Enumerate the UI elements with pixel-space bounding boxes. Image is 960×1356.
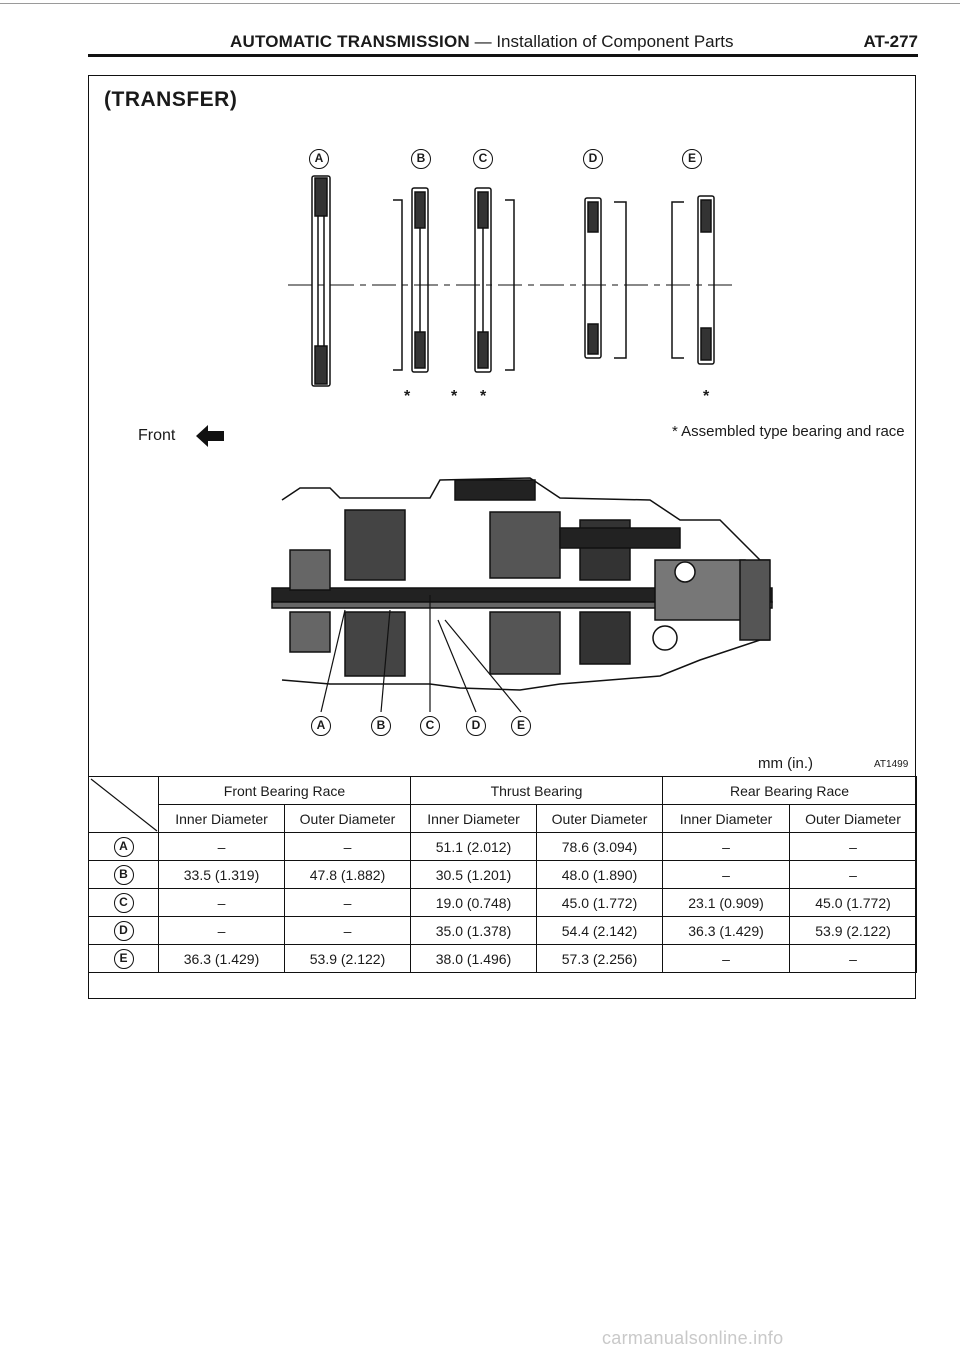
exploded-part-c [474, 187, 515, 373]
row-label-a: A [88, 832, 159, 861]
table-cell: 78.6 (3.094) [535, 832, 664, 861]
table-cell: 36.3 (1.429) [662, 916, 791, 945]
table-cell: 53.9 (2.122) [284, 944, 411, 973]
table-cell: 45.0 (1.772) [789, 888, 918, 917]
subheader-front-outer: Outer Diameter [284, 804, 411, 833]
callout-top-d: D [583, 149, 603, 169]
table-group-header-row: Front Bearing Race Thrust Bearing Rear B… [88, 776, 918, 833]
callout-top-e: E [682, 149, 702, 169]
group-rear-bearing-race: Rear Bearing Race [662, 776, 918, 805]
asterisk-c-right: * [480, 388, 487, 405]
callout-bottom-c: C [420, 716, 440, 736]
callout-top-b: B [411, 149, 431, 169]
subheader-rear-outer: Outer Diameter [789, 804, 918, 833]
front-arrow-icon [196, 425, 224, 447]
subheader-thrust-inner: Inner Diameter [410, 804, 537, 833]
asterisk-b: * [404, 388, 411, 405]
table-cell: – [789, 832, 918, 861]
front-label: Front [138, 427, 176, 444]
figure-frame [88, 75, 916, 999]
asterisk-e: * [703, 388, 710, 405]
table-row: D – – 35.0 (1.378) 54.4 (2.142) 36.3 (1.… [88, 916, 918, 945]
corner-diagonal [90, 778, 158, 832]
transfer-cross-section [271, 477, 784, 691]
figure-code: AT1499 [874, 759, 909, 770]
table-cell: – [284, 832, 411, 861]
table-cell: 57.3 (2.256) [535, 944, 664, 973]
subheader-rear-inner: Inner Diameter [662, 804, 791, 833]
callout-top-a: A [309, 149, 329, 169]
table-cell: 47.8 (1.882) [284, 860, 411, 889]
table-cell: – [284, 888, 411, 917]
table-row: A – – 51.1 (2.012) 78.6 (3.094) – – [88, 832, 918, 861]
row-id: E [113, 948, 134, 969]
table-cell: 19.0 (0.748) [410, 888, 537, 917]
table-cell: – [662, 860, 791, 889]
table-cell: 45.0 (1.772) [535, 888, 664, 917]
table-subheader-row: Inner Diameter Outer Diameter Inner Diam… [89, 804, 918, 833]
row-id: A [113, 836, 134, 857]
table-cell: 48.0 (1.890) [535, 860, 664, 889]
table-cell: 53.9 (2.122) [789, 916, 918, 945]
asterisk-c-left: * [451, 388, 458, 405]
table-cell: 30.5 (1.201) [410, 860, 537, 889]
table-row: B 33.5 (1.319) 47.8 (1.882) 30.5 (1.201)… [88, 860, 918, 889]
watermark: carmanualsonline.info [602, 1328, 784, 1348]
row-id: D [113, 920, 134, 941]
row-id: B [113, 864, 134, 885]
table-cell: 54.4 (2.142) [535, 916, 664, 945]
section-title: (TRANSFER) [104, 88, 238, 111]
exploded-part-e [671, 195, 715, 365]
page-number: AT-277 [863, 32, 919, 51]
top-rule [0, 3, 960, 4]
group-thrust-bearing: Thrust Bearing [409, 776, 664, 805]
leader-lines [320, 595, 522, 713]
callout-bottom-d: D [466, 716, 486, 736]
table-cell: – [158, 916, 285, 945]
row-label-d: D [88, 916, 159, 945]
subheader-thrust-outer: Outer Diameter [535, 804, 664, 833]
table-corner-cell [88, 776, 159, 833]
page-title-rest: — Installation of Component Parts [469, 32, 734, 51]
page-title: AUTOMATIC TRANSMISSION — Installation of… [230, 32, 734, 52]
callout-top-c: C [473, 149, 493, 169]
unit-label: mm (in.) [758, 755, 813, 772]
table-cell: – [662, 944, 791, 973]
transfer-diagram [271, 175, 784, 713]
table-cell: 33.5 (1.319) [158, 860, 285, 889]
exploded-part-b [393, 187, 429, 373]
exploded-part-a [311, 175, 331, 387]
table-cell: – [662, 832, 791, 861]
table-row: E 36.3 (1.429) 53.9 (2.122) 38.0 (1.496)… [88, 944, 918, 973]
page-header: AUTOMATIC TRANSMISSION — Installation of… [88, 30, 918, 57]
row-id: C [113, 892, 134, 913]
assembled-note: * Assembled type bearing and race [672, 423, 905, 440]
row-label-e: E [88, 944, 159, 973]
table-cell: 38.0 (1.496) [410, 944, 537, 973]
callout-bottom-b: B [371, 716, 391, 736]
callout-bottom-e: E [511, 716, 531, 736]
table-cell: – [789, 860, 918, 889]
table-cell: – [158, 888, 285, 917]
page-title-bold: AUTOMATIC TRANSMISSION [230, 32, 470, 51]
table-cell: – [789, 944, 918, 973]
row-label-c: C [88, 888, 159, 917]
callout-bottom-a: A [311, 716, 331, 736]
row-label-b: B [88, 860, 159, 889]
table-cell: 36.3 (1.429) [158, 944, 285, 973]
table-row: C – – 19.0 (0.748) 45.0 (1.772) 23.1 (0.… [88, 888, 918, 917]
bearing-spec-table: Front Bearing Race Thrust Bearing Rear B… [88, 776, 918, 973]
table-cell: 23.1 (0.909) [662, 888, 791, 917]
subheader-front-inner: Inner Diameter [158, 804, 285, 833]
exploded-part-d [584, 197, 627, 359]
table-cell: – [158, 832, 285, 861]
table-cell: – [284, 916, 411, 945]
table-cell: 51.1 (2.012) [410, 832, 537, 861]
group-front-bearing-race: Front Bearing Race [158, 776, 411, 805]
table-cell: 35.0 (1.378) [410, 916, 537, 945]
